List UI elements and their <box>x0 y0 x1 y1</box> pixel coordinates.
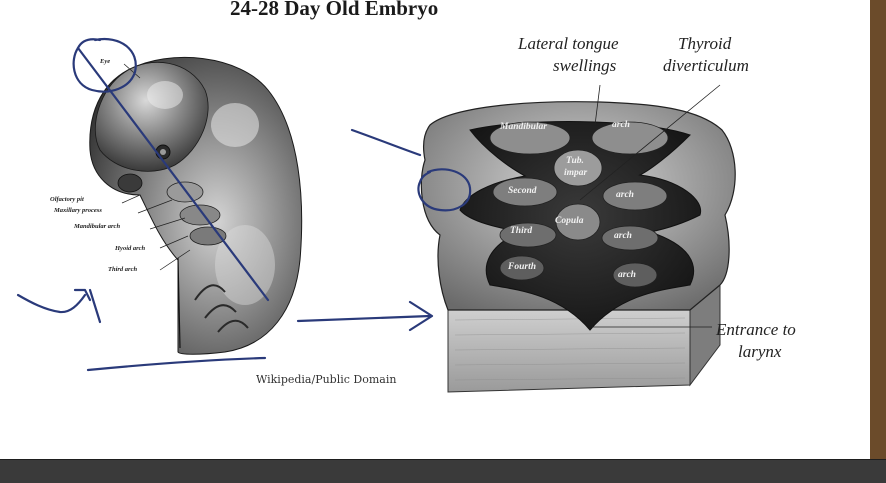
embryo-highlight-3 <box>215 225 275 305</box>
ink-arrow-middle <box>296 300 434 332</box>
inner-label-arch3: arch <box>614 231 632 241</box>
label-lateral-tongue-1: Lateral tongue <box>518 34 619 53</box>
inner-label-copula: Copula <box>555 216 584 226</box>
image-credit: Wikipedia/Public Domain <box>256 373 397 386</box>
label-maxillary-process: Maxillary process <box>54 207 102 214</box>
ink-circle-right <box>417 168 472 212</box>
label-thyroid-1: Thyroid <box>678 34 732 53</box>
third-arch-right <box>601 225 659 251</box>
ink-circle-eye <box>72 37 137 93</box>
label-olfactory-pit: Olfactory pit <box>50 196 84 203</box>
olfactory-pit <box>117 173 143 193</box>
tuberculum-impar <box>553 149 603 187</box>
inner-label-arch1: arch <box>612 120 630 130</box>
ink-underline-left <box>86 356 267 372</box>
mandibular-arch <box>489 121 571 155</box>
inner-label-arch2: arch <box>616 190 634 200</box>
inner-label-second: Second <box>508 186 537 196</box>
leader-lateral-tongue <box>594 84 601 126</box>
label-mandibular-arch: Mandibular arch <box>74 223 121 230</box>
label-lateral-tongue-2: swellings <box>553 56 617 75</box>
label-entrance-1: Entrance to <box>716 320 796 339</box>
hyoid-arch-bulge <box>179 204 221 226</box>
third-arch-left <box>499 222 557 248</box>
label-third-arch: Third arch <box>108 266 138 273</box>
embryo-highlight-1 <box>211 103 259 147</box>
second-arch-left <box>492 177 558 207</box>
label-eye: Eye <box>100 58 111 65</box>
inner-label-tub: Tub. <box>566 156 584 166</box>
embryo-highlight-2 <box>147 81 183 109</box>
inner-label-arch4: arch <box>618 270 636 280</box>
mandibular-arch-bulge <box>166 181 204 203</box>
slide-title: 24-28 Day Old Embryo <box>230 0 439 20</box>
label-hyoid-arch: Hyoid arch <box>115 245 146 252</box>
ink-mark-left-arrow <box>16 288 102 324</box>
slide-frame-edge <box>870 0 886 460</box>
inner-label-third: Third <box>510 226 533 236</box>
mandibular-arch-right <box>591 121 669 155</box>
inner-label-fourth: Fourth <box>508 262 536 272</box>
fourth-arch-right <box>612 262 658 288</box>
leader-thyroid <box>579 84 721 201</box>
label-entrance-2: larynx <box>738 342 782 361</box>
ink-diagonal-line <box>76 46 270 302</box>
label-thyroid-2: diverticulum <box>663 56 749 75</box>
ink-curve-top <box>350 128 422 157</box>
second-arch-right <box>602 181 668 211</box>
video-bottom-bar <box>0 460 886 483</box>
inner-label-mandibular: Mandibular <box>500 122 547 132</box>
inner-label-impar: impar <box>564 168 588 178</box>
fourth-arch-left <box>499 255 545 281</box>
copula <box>555 203 601 241</box>
